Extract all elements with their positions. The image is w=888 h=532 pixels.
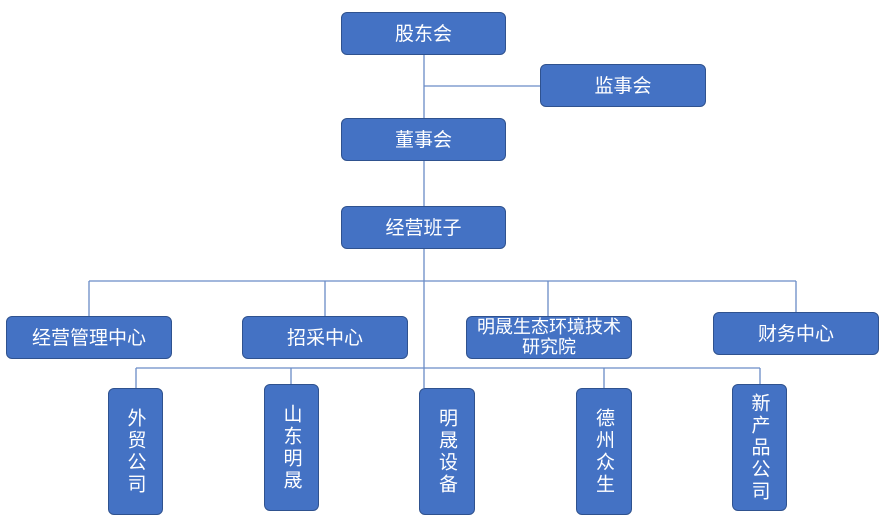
shareholders-node: 股东会 bbox=[341, 12, 506, 55]
dezhou-node: 德州众生 bbox=[576, 388, 632, 515]
finance-center-node: 财务中心 bbox=[713, 312, 879, 355]
new-products-node: 新产品公司 bbox=[732, 384, 787, 511]
shandong-node: 山东明晟 bbox=[264, 384, 319, 511]
eco-institute-node: 明晟生态环境技术研究院 bbox=[466, 316, 632, 359]
supervisory-node: 监事会 bbox=[540, 64, 706, 107]
board-node: 董事会 bbox=[341, 118, 506, 161]
procurement-center-node: 招采中心 bbox=[242, 316, 408, 359]
equipment-node: 明晟设备 bbox=[419, 388, 475, 515]
ops-center-node: 经营管理中心 bbox=[6, 316, 172, 359]
management-node: 经营班子 bbox=[341, 206, 506, 249]
foreign-trade-node: 外贸公司 bbox=[108, 388, 163, 515]
